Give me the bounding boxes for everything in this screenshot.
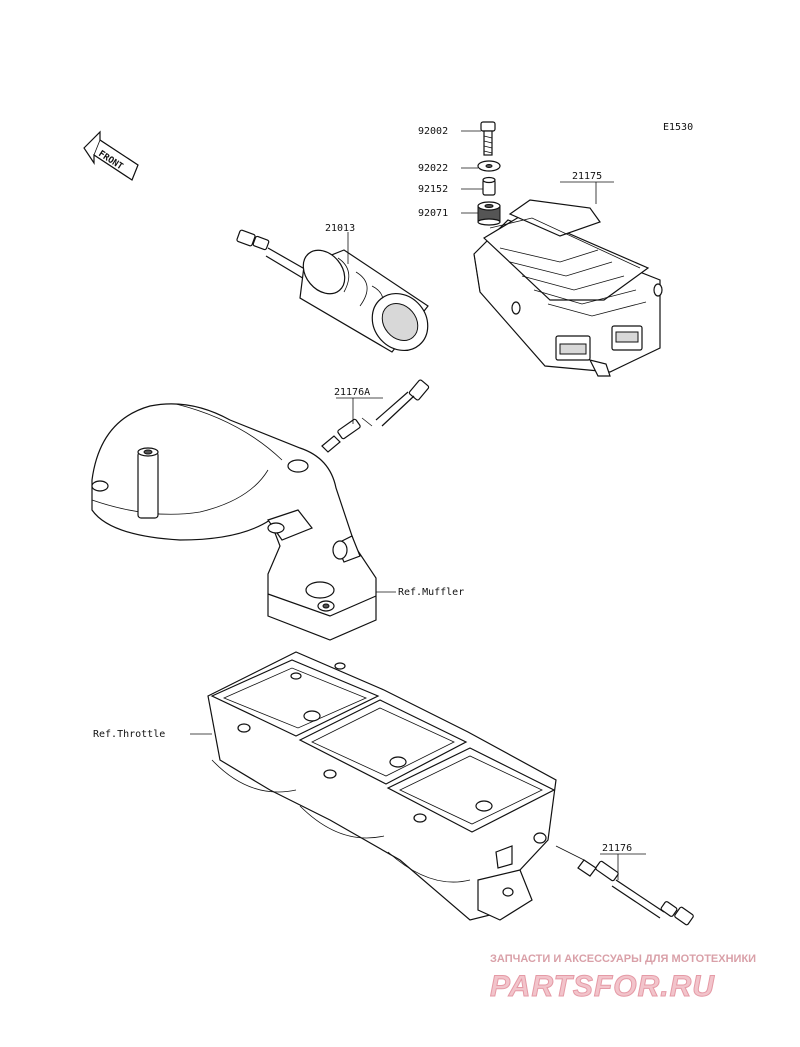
collar-92152-icon: [482, 176, 496, 196]
muffler-manifold: [91, 403, 377, 641]
watermark-tagline: ЗАПЧАСТИ И АКСЕССУАРЫ ДЛЯ МОТОТЕХНИКИ: [490, 953, 756, 965]
label-21175: 21175: [572, 171, 602, 182]
bolt-92002-icon: [480, 121, 496, 156]
label-92071: 92071: [418, 208, 448, 219]
label-92152: 92152: [418, 184, 448, 195]
label-21176: 21176: [602, 843, 632, 854]
sensor-21176: [555, 845, 694, 926]
label-92002: 92002: [418, 126, 448, 137]
label-21176A: 21176A: [334, 387, 370, 398]
ecu-unit-21175: [473, 199, 663, 377]
grommet-92071-icon: [477, 201, 501, 226]
label-ref-muffler: Ref.Muffler: [398, 587, 464, 598]
diagram-code: E1530: [663, 122, 693, 133]
component-21013: [236, 229, 429, 353]
label-92022: 92022: [418, 163, 448, 174]
washer-92022-icon: [477, 160, 501, 172]
sensor-21176A: [321, 379, 430, 453]
label-ref-throttle: Ref.Throttle: [93, 729, 165, 740]
front-arrow-icon: FRONT: [83, 130, 139, 181]
watermark-brand: PARTSFOR.RU: [490, 970, 715, 1003]
throttle-body-assembly: [207, 651, 557, 921]
label-21013: 21013: [325, 223, 355, 234]
